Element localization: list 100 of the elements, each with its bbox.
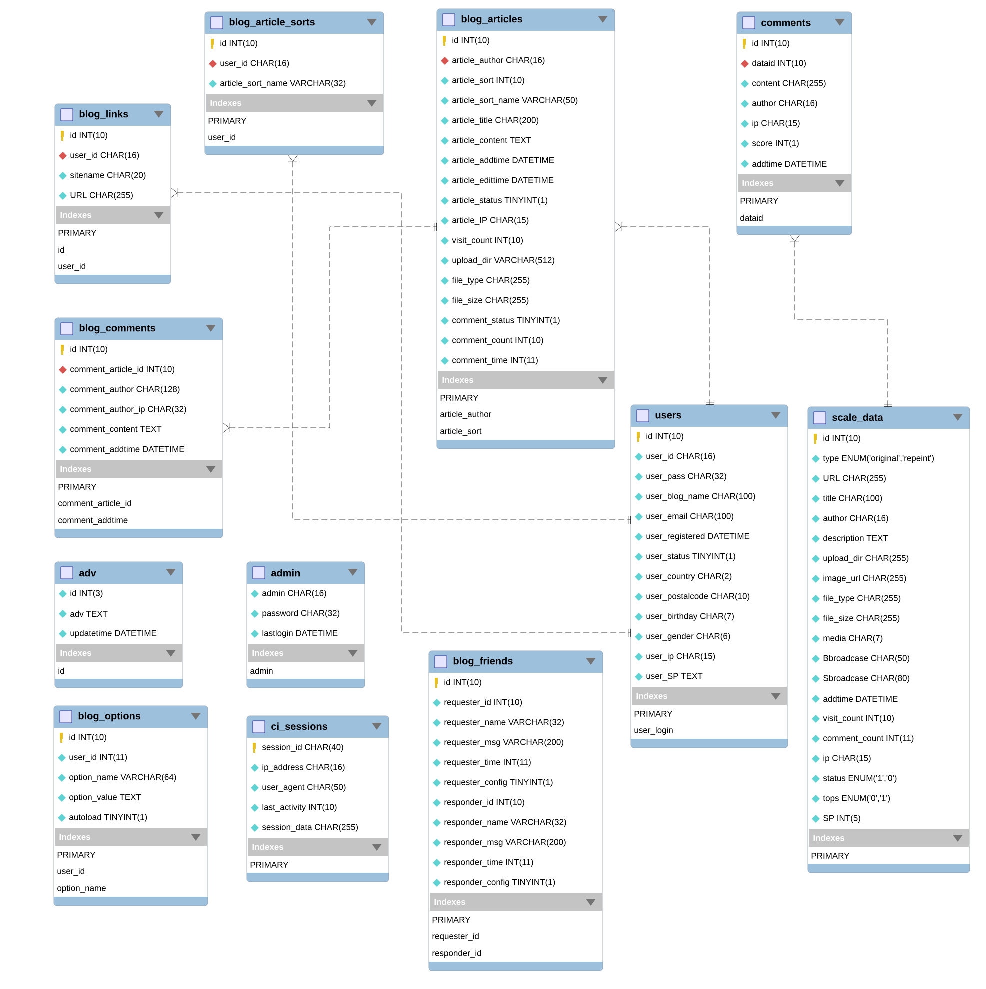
index-text: PRIMARY xyxy=(58,852,96,858)
column-text: id INT(10) xyxy=(752,40,790,48)
index-header: Indexes xyxy=(438,371,614,389)
table-box xyxy=(54,706,208,906)
column-text: user_country CHAR(2) xyxy=(646,573,732,581)
column-text: id INT(10) xyxy=(824,435,860,443)
table-name: users xyxy=(656,413,682,419)
column-text: article_sort_name VARCHAR(32) xyxy=(220,80,346,88)
index-text: PRIMARY xyxy=(208,118,247,124)
table-box xyxy=(808,406,970,874)
column-text: tops ENUM('0','1') xyxy=(823,795,890,803)
column-text: file_type CHAR(255) xyxy=(823,595,901,603)
column-text: password CHAR(32) xyxy=(262,610,340,618)
column-text: URL CHAR(255) xyxy=(70,192,133,200)
column-text: article_author CHAR(16) xyxy=(452,57,545,65)
column-text: article_content TEXT xyxy=(452,137,532,145)
column-text: user_id INT(11) xyxy=(70,754,128,762)
column-text: comment_content TEXT xyxy=(70,426,162,434)
table-name: blog_links xyxy=(80,110,128,120)
index-text: user_id xyxy=(208,134,236,142)
index-header: Indexes xyxy=(738,174,851,192)
column-text: comment_author_ip CHAR(32) xyxy=(70,406,186,414)
column-text: dataid INT(10) xyxy=(752,60,806,68)
index-text: article_sort xyxy=(440,428,482,436)
column-text: user_email CHAR(100) xyxy=(646,513,734,521)
column-text: updatetime DATETIME xyxy=(70,630,157,638)
column-text: user_postalcode CHAR(10) xyxy=(646,593,750,601)
column-text: user_ip CHAR(15) xyxy=(646,653,716,661)
column-text: addtime DATETIME xyxy=(752,160,827,168)
column-text: addtime DATETIME xyxy=(824,696,898,702)
column-text: id INT(10) xyxy=(70,734,106,742)
column-text: id INT(3) xyxy=(70,590,103,598)
table-box xyxy=(246,562,366,688)
table-name: scale_data xyxy=(832,414,884,422)
column-text: ip_address CHAR(16) xyxy=(262,764,345,772)
column-text: title CHAR(100) xyxy=(823,495,882,503)
column-text: requester_name VARCHAR(32) xyxy=(444,719,564,727)
index-header: Indexes xyxy=(206,94,383,112)
column-text: requester_id INT(10) xyxy=(444,699,522,707)
relationship-line xyxy=(171,188,631,638)
column-text: article_edittime DATETIME xyxy=(452,177,554,185)
column-text: SP INT(5) xyxy=(824,815,860,823)
column-text: session_id CHAR(40) xyxy=(262,744,344,752)
index-text: PRIMARY xyxy=(432,917,471,923)
column-text: author CHAR(16) xyxy=(752,100,818,108)
index-text: option_name xyxy=(58,885,106,893)
column-text: ip CHAR(15) xyxy=(824,755,871,763)
column-text: adv TEXT xyxy=(70,610,108,618)
table-name: admin xyxy=(272,569,300,577)
column-text: file_size CHAR(255) xyxy=(452,297,529,305)
column-text: user_id CHAR(16) xyxy=(220,60,290,68)
index-text: id xyxy=(58,246,64,254)
column-text: option_value TEXT xyxy=(70,794,142,802)
column-text: status ENUM('1','0') xyxy=(823,775,897,783)
index-text: dataid xyxy=(740,214,763,222)
table-name: blog_articles xyxy=(462,15,522,25)
column-text: user_id CHAR(16) xyxy=(70,152,140,160)
column-text: comment_time INT(11) xyxy=(452,357,538,365)
column-text: autoload TINYINT(1) xyxy=(70,814,148,822)
column-text: user_blog_name CHAR(100) xyxy=(646,493,756,501)
column-text: article_addtime DATETIME xyxy=(452,157,554,165)
table-name: blog_article_sorts xyxy=(230,18,315,28)
column-text: requester_config TINYINT(1) xyxy=(444,779,553,787)
index-text: PRIMARY xyxy=(250,862,289,868)
index-text: responder_id xyxy=(432,950,482,958)
index-text: PRIMARY xyxy=(740,198,779,204)
index-text: requester_id xyxy=(432,933,479,941)
column-text: content CHAR(255) xyxy=(752,80,826,88)
index-text: id xyxy=(58,668,64,674)
column-text: user_pass CHAR(32) xyxy=(646,473,726,481)
column-text: comment_author CHAR(128) xyxy=(70,386,180,394)
column-text: comment_article_id INT(10) xyxy=(70,366,175,374)
column-text: comment_status TINYINT(1) xyxy=(452,317,560,325)
column-text: article_sort_name VARCHAR(50) xyxy=(452,97,578,105)
column-text: user_status TINYINT(1) xyxy=(646,553,736,561)
column-text: sitename CHAR(20) xyxy=(70,172,146,180)
column-text: last_activity INT(10) xyxy=(262,804,337,812)
column-text: id INT(10) xyxy=(70,346,108,354)
column-text: user_birthday CHAR(7) xyxy=(646,613,734,621)
index-header: Indexes xyxy=(56,644,182,662)
index-header: Indexes xyxy=(632,687,787,705)
index-text: user_login xyxy=(634,727,673,735)
index-text: user_id xyxy=(58,263,86,271)
index-header: Indexes xyxy=(430,893,602,911)
index-header: Indexes xyxy=(56,460,222,478)
column-text: file_type CHAR(255) xyxy=(452,277,530,285)
index-header: Indexes xyxy=(56,206,170,224)
table-name: blog_options xyxy=(78,712,141,722)
column-text: responder_time INT(11) xyxy=(444,859,534,867)
column-text: user_registered DATETIME xyxy=(646,533,750,541)
column-text: responder_id INT(10) xyxy=(444,799,524,807)
index-text: PRIMARY xyxy=(812,853,850,859)
relationship-line xyxy=(790,235,892,407)
column-text: requester_msg VARCHAR(200) xyxy=(444,739,564,747)
column-text: option_name VARCHAR(64) xyxy=(70,774,176,782)
column-text: user_gender CHAR(6) xyxy=(646,633,730,641)
column-text: user_SP TEXT xyxy=(646,673,703,681)
table-name: ci_sessions xyxy=(272,722,328,732)
column-text: comment_count INT(10) xyxy=(452,337,544,345)
table-name: blog_friends xyxy=(454,657,513,667)
